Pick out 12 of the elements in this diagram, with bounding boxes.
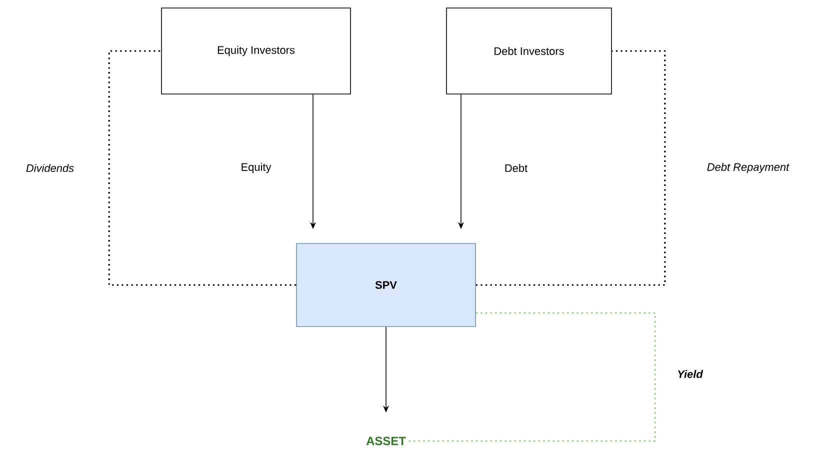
- edge-label: Dividends: [24, 162, 76, 174]
- connector-line: [476, 50, 666, 286]
- edge-label: Yield: [675, 368, 705, 380]
- process-box: SPV: [296, 243, 476, 327]
- connector-line: [108, 50, 296, 286]
- process-box: Equity Investors: [161, 8, 351, 94]
- process-box: Debt Investors: [446, 8, 612, 94]
- connector-line: [408, 312, 656, 442]
- node-label: ASSET: [366, 436, 406, 446]
- edge-label: Equity: [238, 160, 274, 176]
- edge-label: Debt: [502, 162, 530, 174]
- edge-label: Debt Repayment: [704, 160, 792, 176]
